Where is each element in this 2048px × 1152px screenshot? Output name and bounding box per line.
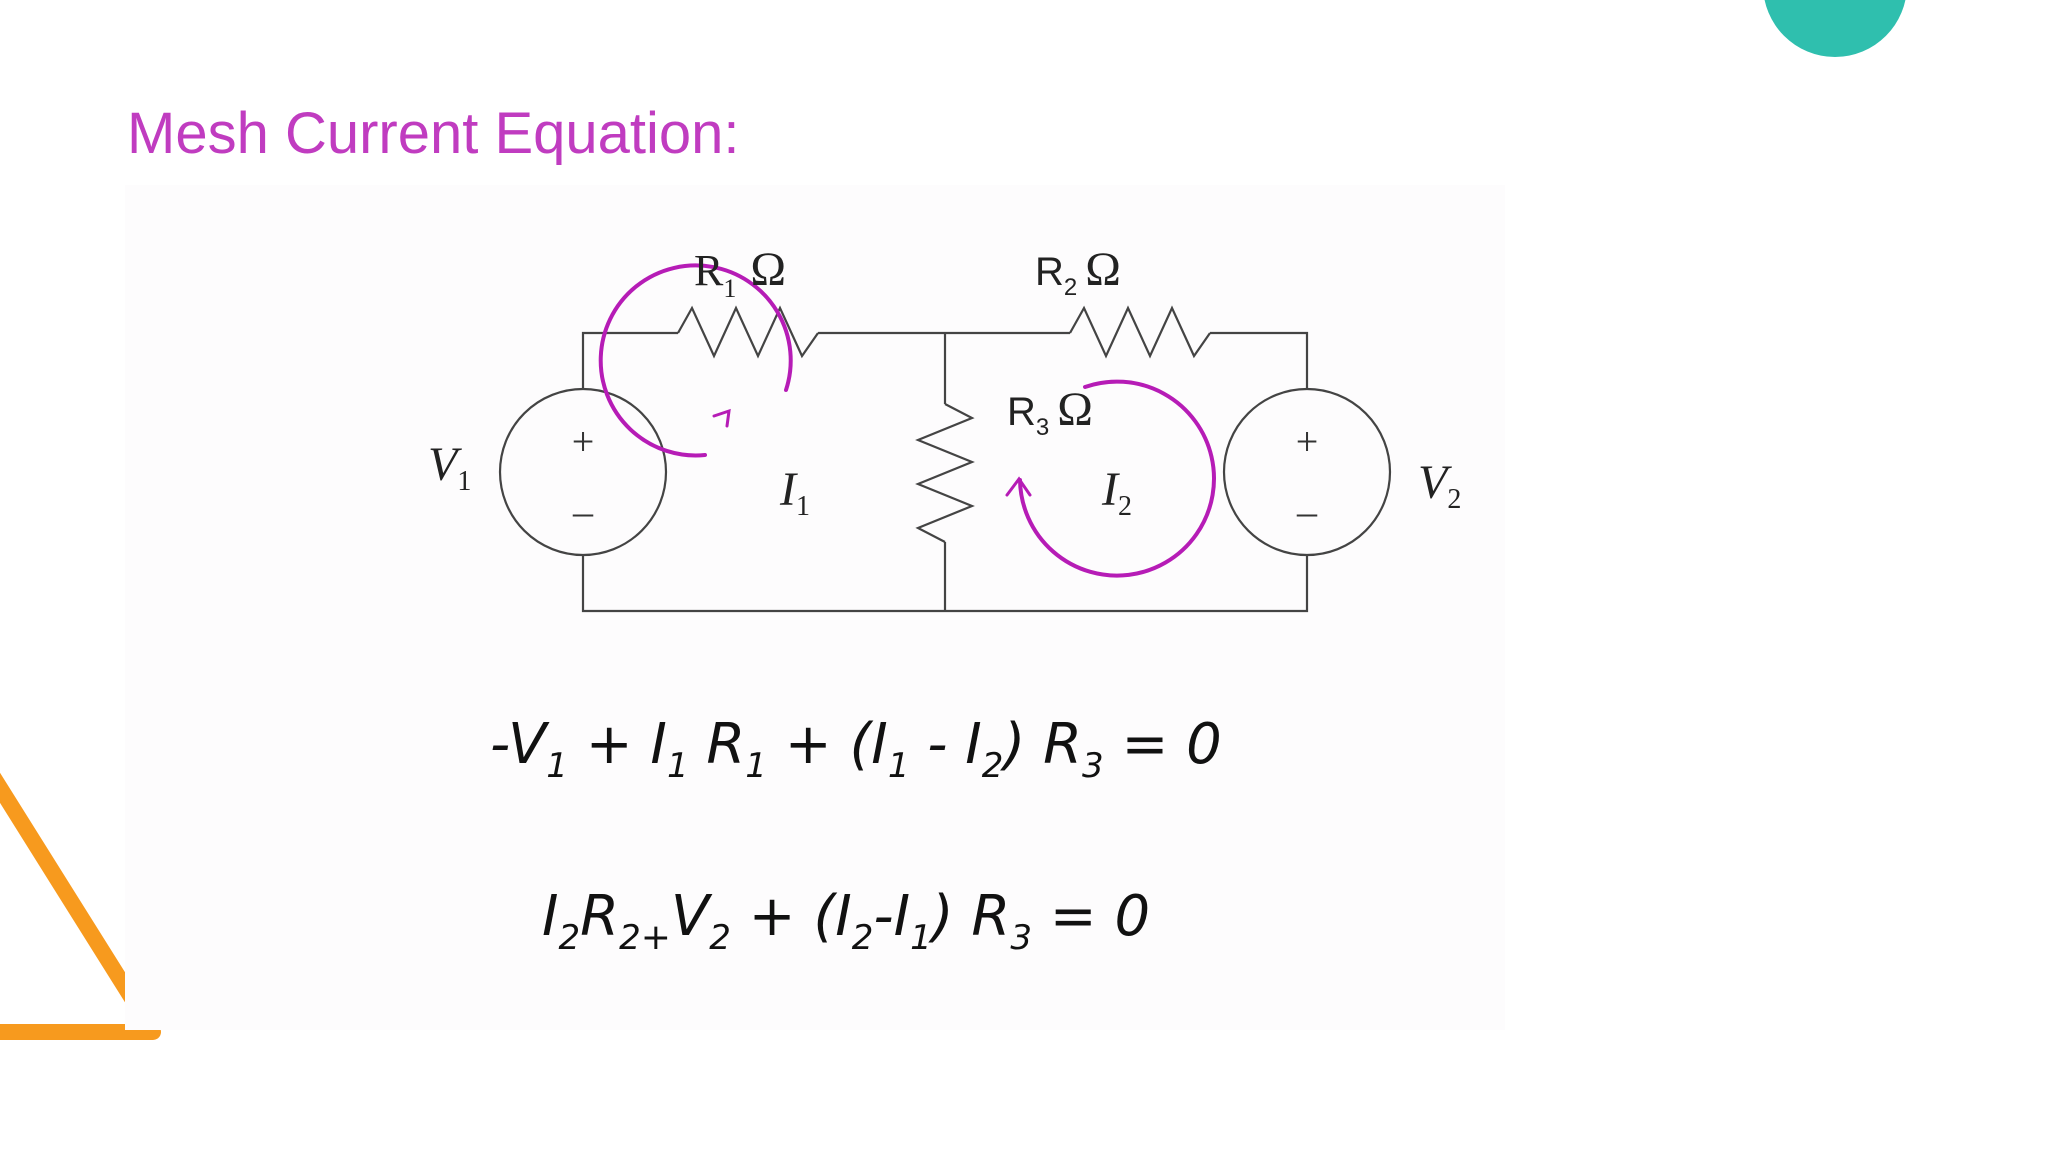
eq1-term-6: ) R [1003, 712, 1082, 777]
orange-triangle-decoration [0, 772, 161, 1040]
arrow-tips [712, 408, 1032, 497]
resistor-r3 [915, 403, 975, 543]
v1-label: V1 [428, 438, 471, 497]
circuit-figure-panel [125, 185, 1505, 1030]
eq1-sub-2: 1 [666, 746, 689, 786]
v2-minus-sign: – [1296, 489, 1318, 534]
eq1-term-3: R [688, 712, 746, 777]
eq2-term-6: ) R [931, 884, 1011, 949]
wire-bottom-left [581, 555, 945, 613]
r2-letter: R [1035, 250, 1064, 294]
eq1-sub-4: 1 [887, 746, 910, 786]
v1-letter: V [428, 438, 462, 491]
resistor-r1 [677, 305, 819, 359]
wire-bottom-right [945, 555, 1309, 613]
eq2-sub-5: 1 [910, 918, 932, 958]
arrow-tip-i1 [712, 408, 731, 428]
r3-letter: R [1007, 390, 1036, 434]
mesh-equation-1: -V1 + I1 R1 + (I1 - I2) R3 = 0 [490, 717, 1222, 784]
eq1-sub-5: 2 [981, 746, 1004, 786]
i2-subscript: 2 [1118, 491, 1132, 522]
slide-title: Mesh Current Equation: [127, 101, 740, 166]
r2-subscript: 2 [1064, 274, 1077, 301]
source-v1 [498, 387, 668, 557]
resistor-r2 [1069, 305, 1211, 359]
eq2-small-plus: + [640, 917, 671, 958]
source-v2 [1222, 387, 1392, 557]
mesh-arrow-i2 [1018, 379, 1216, 578]
eq1-term-7: = 0 [1103, 712, 1222, 777]
teal-circle-decoration [1764, 0, 1906, 57]
eq2-term-7: = 0 [1031, 884, 1151, 949]
r1-subscript: 1 [723, 274, 736, 303]
eq1-term-1: -V [490, 712, 547, 777]
eq2-sub-2: 2 [619, 918, 641, 958]
circuit-wires [498, 305, 1392, 613]
mesh-arrow-i1 [598, 263, 793, 458]
mesh-equation-2: I2R2+V2 + (I2-I1) R3 = 0 [542, 889, 1150, 956]
v2-subscript: 2 [1447, 484, 1461, 515]
eq2-term-1: I [542, 884, 559, 949]
eq1-term-5: - I [909, 712, 982, 777]
i1-subscript: 1 [796, 491, 810, 522]
v2-plus-sign: + [1296, 419, 1319, 464]
wire-top-left [581, 331, 678, 388]
eq2-sub-6: 3 [1010, 918, 1032, 958]
eq1-term-4: + (I [766, 712, 888, 777]
r3-subscript: 3 [1036, 414, 1049, 441]
i1-label: I1 [779, 463, 810, 522]
arrow-tip-i2 [1005, 476, 1032, 497]
v1-minus-sign: – [572, 489, 594, 534]
v2-letter: V [1418, 456, 1452, 509]
r1-unit: Ω [750, 243, 786, 296]
mesh-arrows [598, 263, 1216, 578]
eq2-term-5: -I [873, 884, 911, 949]
eq2-term-2: R [580, 884, 620, 949]
i2-letter: I [1101, 463, 1120, 516]
eq2-sub-3: 2 [709, 918, 731, 958]
eq2-term-4: + (I [730, 884, 852, 949]
r1-letter: R [694, 246, 724, 295]
eq1-term-2: + I [567, 712, 667, 777]
v1-subscript: 1 [457, 466, 471, 497]
eq2-term-3: V [670, 884, 710, 949]
i2-label: I2 [1101, 463, 1132, 522]
i1-letter: I [779, 463, 798, 516]
eq1-sub-1: 1 [546, 746, 568, 786]
eq2-sub-1: 2 [558, 918, 581, 958]
eq2-sub-4: 2 [851, 918, 874, 958]
v1-plus-sign: + [572, 419, 595, 464]
r3-unit: Ω [1057, 383, 1093, 436]
eq1-sub-3: 1 [745, 746, 767, 786]
wire-top-right [1210, 331, 1309, 388]
eq1-sub-6: 3 [1082, 746, 1104, 786]
r2-unit: Ω [1085, 243, 1121, 296]
v2-label: V2 [1418, 456, 1461, 515]
